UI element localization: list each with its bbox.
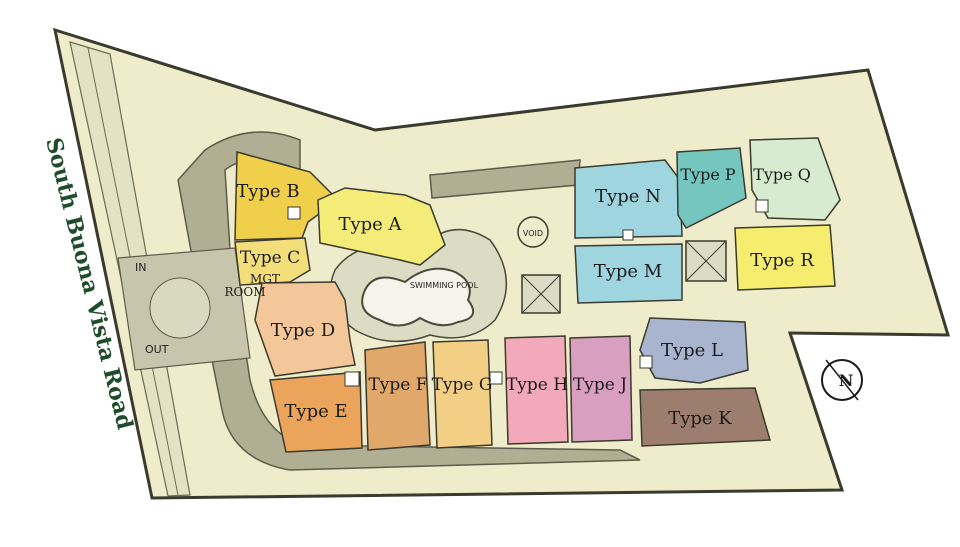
label-type-k: Type K: [668, 408, 732, 429]
label-type-b: Type B: [236, 181, 299, 202]
turning-circle: [149, 277, 211, 339]
unit-type-j[interactable]: [569, 335, 633, 443]
label-type-r: Type R: [750, 250, 814, 271]
unit-type-d[interactable]: [254, 281, 356, 377]
unit-type-m[interactable]: [574, 243, 683, 304]
label-type-p: Type P: [680, 165, 736, 184]
unit-type-f[interactable]: [364, 341, 431, 451]
label-type-c: Type C: [240, 248, 300, 268]
label-type-l: Type L: [661, 340, 723, 361]
label-type-n: Type N: [595, 186, 661, 207]
label-type-h: Type H: [506, 375, 568, 395]
unit-type-e[interactable]: [269, 371, 363, 453]
unit-type-p[interactable]: [676, 147, 747, 229]
void-label: VOID: [523, 229, 543, 238]
unit-type-k[interactable]: [639, 387, 771, 447]
unit-type-c[interactable]: [234, 237, 311, 286]
label-type-d: Type D: [271, 320, 336, 341]
label-type-f-1: Type F: [368, 375, 427, 395]
label-type-e: Type E: [284, 401, 347, 422]
compass-letter: N: [839, 371, 854, 390]
label-type-j: Type J: [573, 375, 627, 395]
unit-type-r[interactable]: [734, 224, 836, 291]
label-type-m: Type M: [594, 261, 663, 282]
label-type-g: Type G: [432, 375, 493, 395]
unit-type-q[interactable]: [749, 137, 841, 221]
swimming-pool-label: SWIMMING POOL: [410, 281, 479, 290]
unit-type-h[interactable]: [504, 335, 569, 445]
unit-type-l[interactable]: [639, 317, 749, 384]
unit-type-g[interactable]: [432, 339, 493, 449]
unit-type-b[interactable]: [234, 151, 340, 241]
compass-icon: N: [821, 359, 863, 401]
pool-water: [361, 267, 475, 327]
label-room: ROOM: [225, 285, 266, 299]
gate-out-label: OUT: [145, 343, 169, 356]
core-markers: [287, 199, 769, 387]
driveway: [177, 131, 641, 471]
void-circle: [517, 216, 549, 248]
gate-in-label: IN: [135, 261, 146, 274]
label-type-a: Type A: [338, 214, 402, 235]
label-type-q: Type Q: [753, 165, 811, 184]
unit-type-a[interactable]: [317, 187, 446, 266]
label-mgt: MGT: [250, 272, 280, 286]
